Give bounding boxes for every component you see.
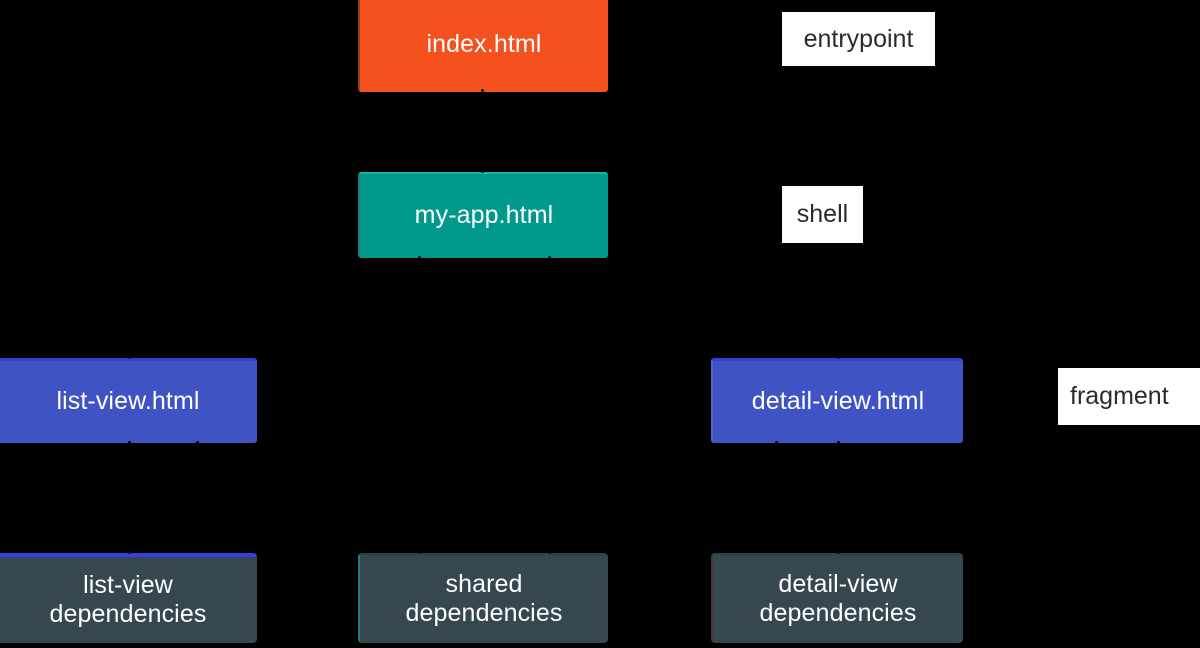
node-my-app-html-label: my-app.html	[414, 201, 554, 230]
annotation-entrypoint-label: entrypoint	[803, 24, 914, 53]
anchor-myapp-top	[481, 170, 484, 173]
edge-index-to-myapp	[482, 92, 483, 172]
anchor-shareddeps-top-right	[548, 551, 551, 554]
node-detail-view-dependencies[interactable]: detail-view dependencies	[711, 553, 963, 643]
node-shared-dependencies[interactable]: shared dependencies	[358, 553, 608, 643]
anchor-listview-bottom-right	[196, 441, 199, 444]
annotation-shell-label: shell	[796, 200, 849, 228]
anchor-index-bottom	[481, 89, 484, 92]
edge-listview-to-listdeps	[128, 443, 129, 553]
node-detail-view-dependencies-label: detail-view dependencies	[759, 569, 917, 628]
node-detail-view-html[interactable]: detail-view.html	[711, 358, 963, 443]
node-list-view-dependencies-label: list-view dependencies	[49, 570, 207, 629]
annotation-shell: shell	[782, 186, 863, 243]
node-list-view-html[interactable]: list-view.html	[0, 358, 257, 443]
node-detail-view-html-label: detail-view.html	[751, 387, 925, 416]
edge-listview-to-shareddeps	[225, 443, 226, 553]
anchor-detaildeps-top	[837, 551, 840, 554]
anchor-listview-top	[128, 356, 131, 359]
node-list-view-html-label: list-view.html	[56, 387, 200, 416]
edge-myapp-to-detailview	[837, 258, 838, 358]
anchor-detailview-bottom-right	[837, 441, 840, 444]
anchor-shareddeps-top-left	[418, 551, 421, 554]
anchor-listview-bottom-left	[128, 441, 131, 444]
anchor-listdeps-top	[128, 551, 131, 554]
annotation-fragment-label: fragment	[1070, 382, 1169, 410]
node-index-html-label: index.html	[426, 29, 542, 58]
node-my-app-html[interactable]: my-app.html	[358, 172, 608, 258]
annotation-fragment: fragment	[1058, 368, 1200, 425]
anchor-detailview-top	[837, 356, 840, 359]
edge-detailview-to-shareddeps	[745, 443, 746, 553]
node-shared-dependencies-label: shared dependencies	[405, 569, 563, 628]
node-index-html[interactable]: index.html	[358, 0, 608, 92]
anchor-myapp-bottom-right	[548, 256, 551, 259]
annotation-entrypoint: entrypoint	[782, 12, 935, 66]
edge-detailview-to-detaildeps	[837, 443, 838, 553]
anchor-detailview-bottom-left	[775, 441, 778, 444]
node-list-view-dependencies[interactable]: list-view dependencies	[0, 553, 257, 643]
edge-myapp-to-listview	[128, 258, 129, 358]
anchor-myapp-bottom-left	[418, 256, 421, 259]
